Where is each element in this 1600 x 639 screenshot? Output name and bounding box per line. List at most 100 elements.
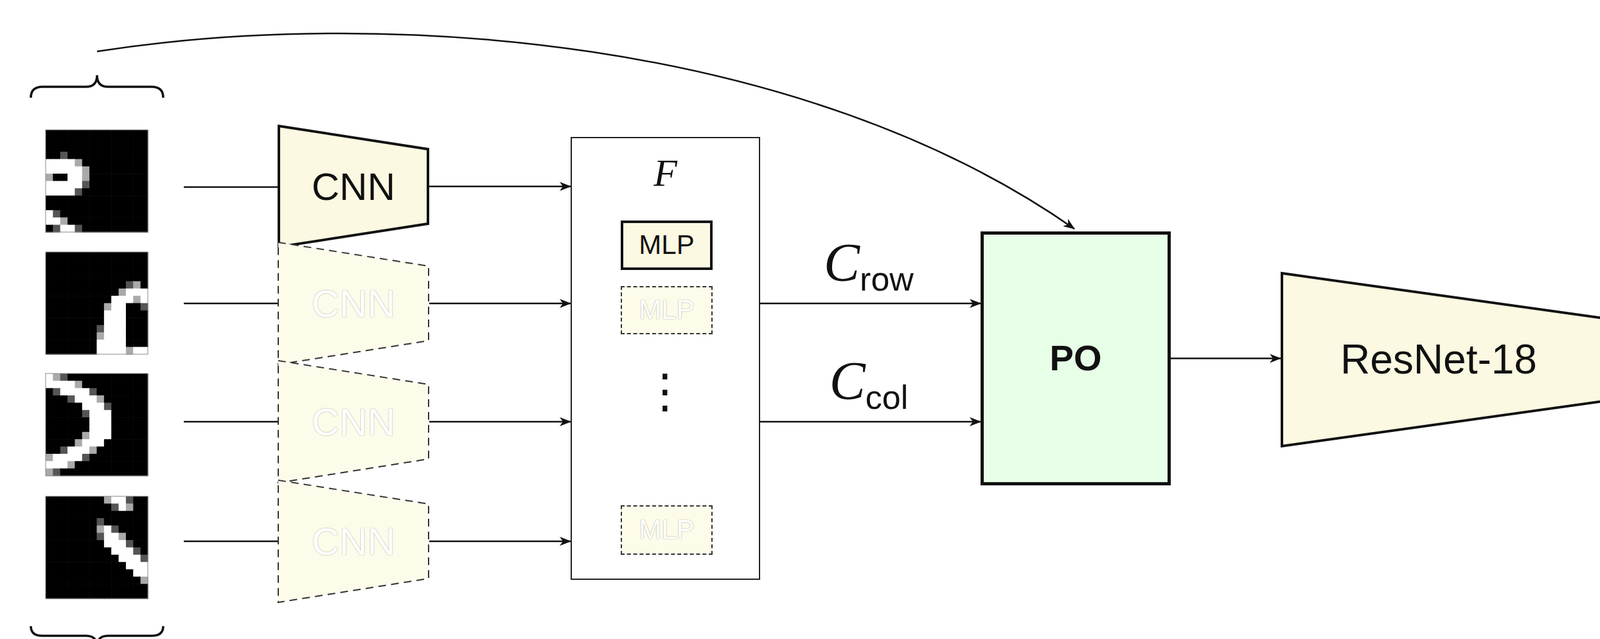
node-label: PO [1049,337,1103,379]
pixel [133,438,141,447]
patch-frame [45,496,148,599]
pixel [140,151,149,160]
pixel [125,136,134,145]
pixel [111,280,119,289]
pixel [140,273,149,282]
pixel [89,417,98,425]
pixel [89,339,98,347]
pixel [111,288,119,297]
pixel [97,510,105,519]
pixel [125,380,134,389]
pixel [133,158,141,167]
pixel [52,210,61,218]
pixel [67,266,76,275]
pixel [140,388,149,396]
pixel [89,395,98,403]
pixel [52,325,61,333]
pixel [82,195,90,204]
pixel [104,144,112,153]
pixel [97,576,105,585]
pixel [133,409,141,418]
pixel [125,288,134,297]
pixel [97,295,105,304]
pixel [45,258,54,267]
pixel [111,554,119,563]
pixel [118,510,127,519]
pixel [104,453,112,462]
pixel [97,583,105,592]
pixel [60,554,69,563]
pixel [52,273,61,282]
pixel [67,446,76,455]
pixel [89,460,98,469]
pixel [74,547,83,556]
pixel [97,251,105,260]
pixel [67,195,76,204]
pixel [74,210,83,218]
pixel [133,496,141,504]
pixel [104,576,112,585]
pixel [118,561,127,570]
pixel [67,332,76,340]
pixel [74,158,83,167]
pixel [89,409,98,418]
pixel [111,468,119,477]
pixel [60,129,69,138]
pixel [52,339,61,347]
pixel [52,158,61,167]
pixel [67,158,76,167]
pixel [97,158,105,167]
pixel [74,136,83,145]
pixel [82,251,90,260]
pixel [60,388,69,396]
pixel [125,166,134,175]
pixel [67,417,76,425]
pixel [140,591,149,599]
pixel [140,266,149,275]
pixel [104,188,112,196]
pixel [60,295,69,304]
pixel [82,547,90,556]
pixel [45,591,54,599]
pixel [82,310,90,319]
pixel [111,532,119,541]
pixel [97,346,105,355]
pixel [140,195,149,204]
trapezoid-shape [278,480,429,603]
pixel [118,310,127,319]
pixel [111,438,119,447]
pixel [125,539,134,548]
pixel [140,438,149,447]
pixel [89,251,98,260]
pixel [111,346,119,355]
pixel [60,517,69,526]
pixel [104,424,112,433]
pixel [118,181,127,189]
pixel [140,424,149,433]
pixel [140,173,149,182]
pixel [82,517,90,526]
pixel [111,460,119,469]
pixel [111,266,119,275]
pixel [97,496,105,504]
pixel [140,409,149,418]
pixel [140,288,149,297]
pixel [97,417,105,425]
arrow-connector [760,302,981,305]
pixel [133,402,141,410]
pixel [125,431,134,440]
pixel [52,224,61,233]
pixel [133,517,141,526]
pixel [67,424,76,433]
pixel [104,496,112,504]
pixel [89,210,98,218]
pixel [82,388,90,396]
pixel [60,136,69,145]
input-wire [183,540,278,543]
pixel [140,303,149,312]
pixel [74,510,83,519]
pixel [74,224,83,233]
pixel [97,591,105,599]
pixel [67,346,76,355]
